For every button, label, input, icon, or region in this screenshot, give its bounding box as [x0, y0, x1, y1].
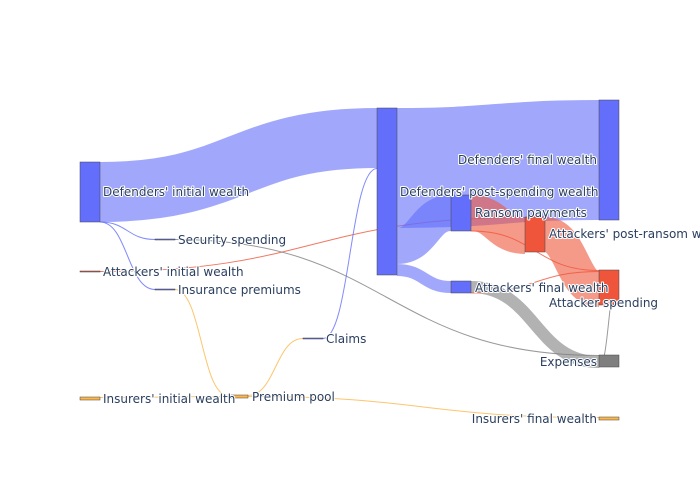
node-claims[interactable]	[302, 337, 324, 340]
node-def_post[interactable]	[376, 107, 398, 276]
node-pool[interactable]	[227, 394, 249, 399]
node-label-expenses: Expenses	[540, 355, 597, 369]
link-att_post-to-att_spend[interactable]	[541, 217, 603, 307]
link-def_init-to-def_post[interactable]	[99, 108, 378, 222]
node-label-sec: Security spending	[178, 233, 286, 247]
link-ins_prem-to-pool[interactable]	[174, 289, 229, 396]
node-expenses[interactable]	[598, 354, 620, 368]
node-ins_final[interactable]	[598, 416, 620, 421]
node-label-ins_prem: Insurance premiums	[178, 283, 301, 297]
link-def_init-to-ins_prem[interactable]	[99, 221, 156, 290]
node-label-pool: Premium pool	[252, 390, 335, 404]
node-label-claims: Claims	[326, 332, 366, 346]
node-label-def_final: Defenders' final wealth	[458, 153, 597, 167]
node-def_final[interactable]	[598, 99, 620, 221]
link-def_post-to-ransom[interactable]	[394, 195, 454, 264]
node-label-att_final: Attackers' final wealth	[475, 281, 608, 295]
link-ransom-to-att_post[interactable]	[469, 195, 527, 254]
node-label-def_post: Defenders' post-spending wealth	[400, 185, 598, 199]
node-label-def_init: Defenders' initial wealth	[103, 185, 249, 199]
node-label-ransom: Ransom payments	[475, 206, 587, 220]
node-att_init[interactable]	[79, 270, 101, 273]
node-sec[interactable]	[154, 238, 176, 241]
link-claims-to-def_post[interactable]	[322, 168, 378, 339]
node-att_final[interactable]	[450, 280, 472, 294]
node-label-ins_init: Insurers' initial wealth	[103, 392, 235, 406]
node-label-ins_final: Insurers' final wealth	[472, 412, 597, 426]
node-def_init[interactable]	[79, 161, 101, 223]
link-ins_init-to-pool[interactable]	[99, 396, 229, 398]
node-ransom[interactable]	[450, 194, 472, 232]
node-ins_init[interactable]	[79, 396, 101, 401]
node-label-att_spend: Attacker spending	[549, 296, 658, 310]
link-sec-to-expenses[interactable]	[174, 239, 600, 356]
link-pool-to-claims[interactable]	[247, 338, 304, 396]
sankey-links	[99, 100, 620, 418]
link-def_init-to-sec[interactable]	[99, 221, 156, 240]
node-ins_prem[interactable]	[154, 288, 176, 291]
node-label-att_init: Attackers' initial wealth	[103, 265, 244, 279]
node-att_post[interactable]	[524, 216, 546, 253]
node-att_spend[interactable]	[598, 269, 620, 306]
link-def_post-to-att_final[interactable]	[396, 264, 452, 293]
link-pool-to-ins_final[interactable]	[247, 396, 600, 418]
link-att_final-to-expenses[interactable]	[470, 281, 600, 368]
node-label-att_post: Attackers' post-ransom wealth	[549, 227, 700, 241]
link-def_post-to-def_final[interactable]	[396, 100, 600, 228]
sankey-nodes	[79, 99, 620, 421]
